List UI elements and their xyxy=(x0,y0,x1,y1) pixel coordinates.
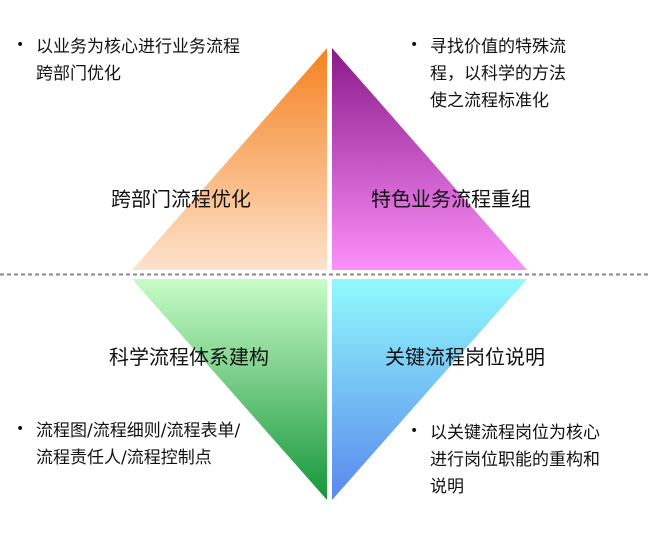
note-bottom-left: 流程图/流程细则/流程表单/流程责任人/流程控制点 xyxy=(16,416,256,472)
note-top-right: 寻找价值的特殊流程，以科学的方法使之流程标准化 xyxy=(410,32,580,115)
note-top-left: 以业务为核心进行业务流程跨部门优化 xyxy=(16,32,241,88)
note-bottom-right: 以关键流程岗位为核心进行岗位职能的重构和说明 xyxy=(410,418,600,501)
triangle-bottom-right xyxy=(332,279,527,500)
title-top-right: 特色业务流程重组 xyxy=(371,187,531,211)
title-bottom-left: 科学流程体系建构 xyxy=(109,345,269,369)
triangle-top-left xyxy=(132,48,327,270)
triangle-top-right xyxy=(332,48,527,270)
title-top-left: 跨部门流程优化 xyxy=(111,187,251,211)
triangle-bottom-left xyxy=(132,279,327,500)
title-bottom-right: 关键流程岗位说明 xyxy=(385,345,545,369)
